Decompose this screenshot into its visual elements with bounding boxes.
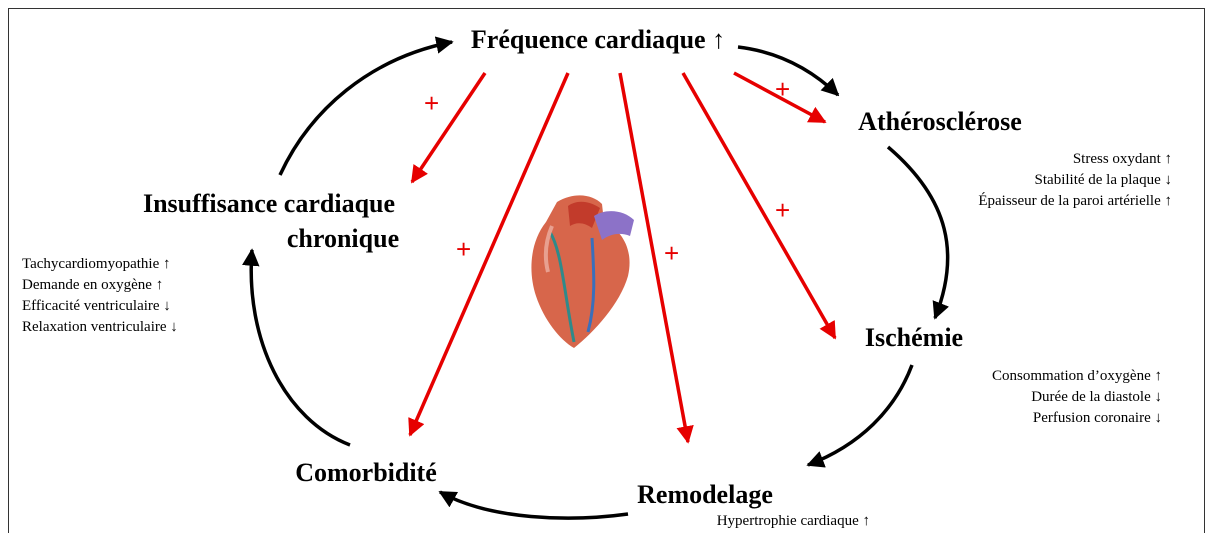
cycle-arrow-atherosclerosis-to-ischemia: [888, 147, 948, 318]
node-heart-rate: Fréquence cardiaque ↑: [471, 25, 725, 54]
note-remodeling: Hypertrophie cardiaque ↑: [717, 513, 870, 529]
plus-sign: +: [456, 234, 471, 264]
plus-sign: +: [664, 238, 679, 268]
note-heart-failure: Relaxation ventriculaire ↓: [22, 319, 178, 335]
note-ischemia: Durée de la diastole ↓: [1031, 389, 1162, 405]
plus-sign: +: [775, 195, 790, 225]
cycle-arrow-ischemia-to-remodeling: [808, 365, 912, 465]
node-atherosclerosis: Athérosclérose: [858, 107, 1022, 136]
plus-sign: +: [775, 74, 790, 104]
influence-arrow-to-heart-failure: [412, 73, 485, 182]
node-remodeling: Remodelage: [637, 480, 773, 509]
node-heart-failure-line2: chronique: [287, 224, 399, 253]
heart-icon: [531, 195, 634, 348]
cycle-arrow-remodeling-to-comorbidity: [440, 492, 628, 518]
cycle-arrow-comorbidity-to-heart-failure: [251, 250, 350, 445]
note-ischemia: Perfusion coronaire ↓: [1033, 410, 1162, 426]
note-atherosclerosis: Stress oxydant ↑: [1073, 151, 1172, 167]
note-atherosclerosis: Épaisseur de la paroi artérielle ↑: [978, 192, 1172, 209]
note-heart-failure: Efficacité ventriculaire ↓: [22, 298, 171, 314]
node-comorbidity: Comorbidité: [295, 458, 437, 487]
note-heart-failure: Demande en oxygène ↑: [22, 277, 163, 293]
note-ischemia: Consommation d’oxygène ↑: [992, 368, 1162, 384]
node-heart-failure-line1: Insuffisance cardiaque: [143, 189, 395, 218]
node-ischemia: Ischémie: [865, 323, 963, 352]
influence-arrow-to-ischemia: [683, 73, 835, 338]
note-atherosclerosis: Stabilité de la plaque ↓: [1035, 172, 1172, 188]
note-heart-failure: Tachycardiomyopathie ↑: [22, 256, 170, 272]
plus-sign: +: [424, 88, 439, 118]
